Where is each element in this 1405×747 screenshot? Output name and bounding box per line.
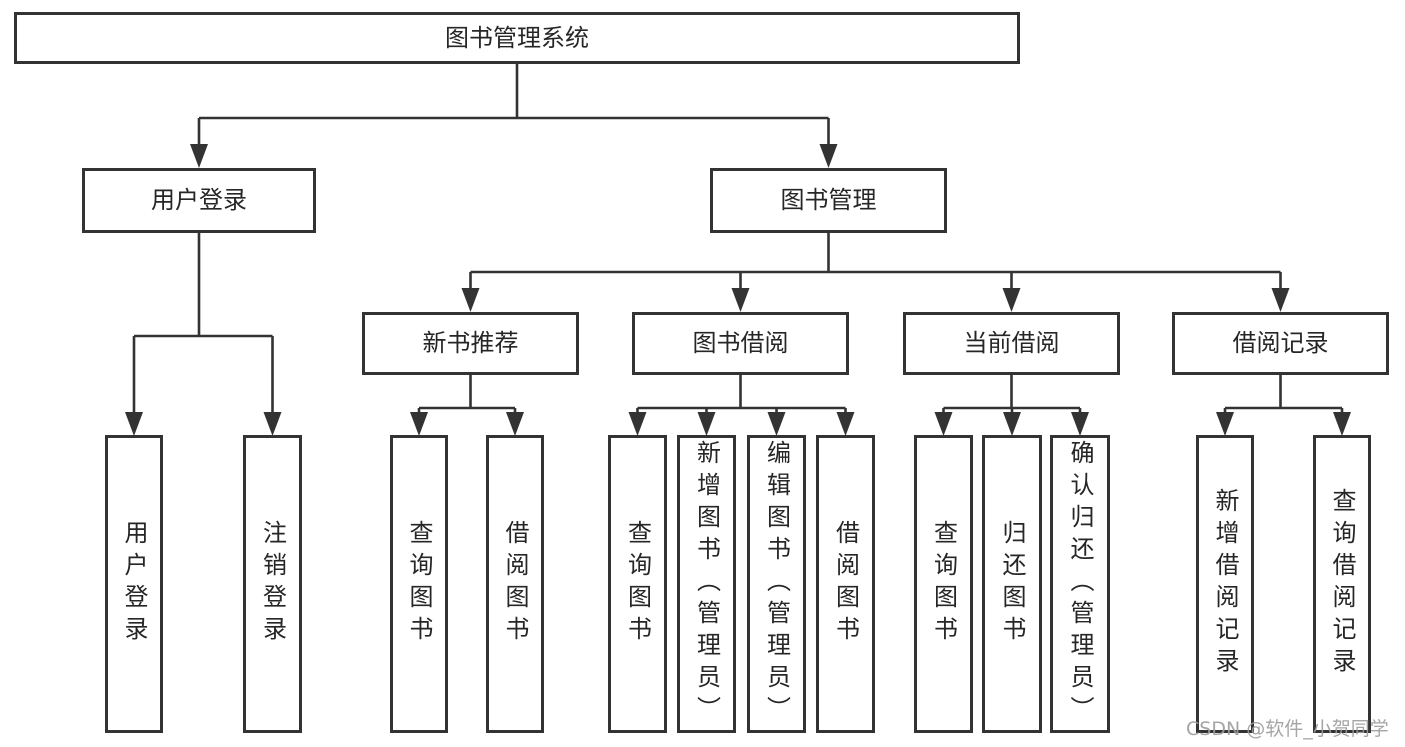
- node-label: 新书推荐: [422, 329, 519, 358]
- arrowhead: [836, 412, 855, 436]
- leaf-confirm-return-admin: 确认归还（管理员）: [1050, 435, 1110, 733]
- node-label: 归还图书: [998, 520, 1026, 648]
- arrowhead: [506, 412, 524, 436]
- node-label: 借阅图书: [831, 520, 860, 648]
- arrowhead: [628, 412, 647, 436]
- node-label: 注销登录: [258, 520, 287, 648]
- node-current-borrowing: 当前借阅: [903, 312, 1120, 375]
- arrowhead: [461, 288, 480, 312]
- arrowhead: [190, 144, 208, 168]
- arrowhead: [1271, 288, 1290, 312]
- node-label: 图书管理: [780, 186, 877, 215]
- node-borrowing-records: 借阅记录: [1172, 312, 1389, 375]
- node-label: 图书管理系统: [445, 23, 589, 52]
- node-label: 新增借阅记录: [1211, 488, 1239, 680]
- arrowhead: [410, 412, 428, 436]
- node-label: 新增图书（管理员）: [692, 440, 721, 728]
- arrowhead: [934, 412, 953, 436]
- node-new-book-recommendation: 新书推荐: [362, 312, 579, 375]
- leaf-query-books-current: 查询图书: [914, 435, 973, 733]
- node-label: 查询图书: [623, 520, 652, 648]
- arrowhead: [1003, 412, 1021, 436]
- node-label: 查询图书: [929, 520, 958, 648]
- arrowhead: [1002, 288, 1021, 312]
- arrowhead: [1216, 412, 1234, 436]
- node-library-system: 图书管理系统: [14, 12, 1020, 64]
- watermark: CSDN @软件_小贺同学: [1186, 718, 1389, 740]
- arrowhead: [125, 412, 143, 436]
- node-label: 编辑图书（管理员）: [762, 440, 791, 728]
- node-label: 用户登录: [120, 520, 148, 648]
- node-label: 当前借阅: [963, 329, 1060, 358]
- leaf-query-books-borrow: 查询图书: [608, 435, 667, 733]
- leaf-user-login: 用户登录: [105, 435, 163, 733]
- leaf-borrow-books: 借阅图书: [816, 435, 875, 733]
- arrowhead: [697, 412, 716, 436]
- leaf-return-books: 归还图书: [982, 435, 1042, 733]
- node-label: 查询借阅记录: [1328, 488, 1356, 680]
- arrowhead: [819, 144, 838, 168]
- node-label: 图书借阅: [692, 329, 789, 358]
- node-user-login: 用户登录: [82, 168, 316, 233]
- node-label: 借阅图书: [501, 520, 529, 648]
- leaf-add-books-admin: 新增图书（管理员）: [677, 435, 736, 733]
- leaf-borrow-books-recommend: 借阅图书: [486, 435, 544, 733]
- leaf-logout: 注销登录: [243, 435, 302, 733]
- node-label: 用户登录: [151, 186, 247, 215]
- arrowhead: [731, 288, 750, 312]
- node-label: 确认归还（管理员）: [1066, 440, 1094, 728]
- arrowhead: [767, 412, 786, 436]
- arrowhead: [263, 412, 282, 436]
- leaf-edit-books-admin: 编辑图书（管理员）: [747, 435, 806, 733]
- arrowhead: [1071, 412, 1089, 436]
- node-book-borrowing: 图书借阅: [632, 312, 849, 375]
- leaf-query-books-recommend: 查询图书: [390, 435, 448, 733]
- leaf-add-borrow-record: 新增借阅记录: [1196, 435, 1254, 733]
- node-book-management: 图书管理: [710, 168, 947, 233]
- node-label: 借阅记录: [1232, 329, 1329, 358]
- arrowhead: [1333, 412, 1351, 436]
- node-label: 查询图书: [405, 520, 433, 648]
- leaf-query-borrow-record: 查询借阅记录: [1313, 435, 1371, 733]
